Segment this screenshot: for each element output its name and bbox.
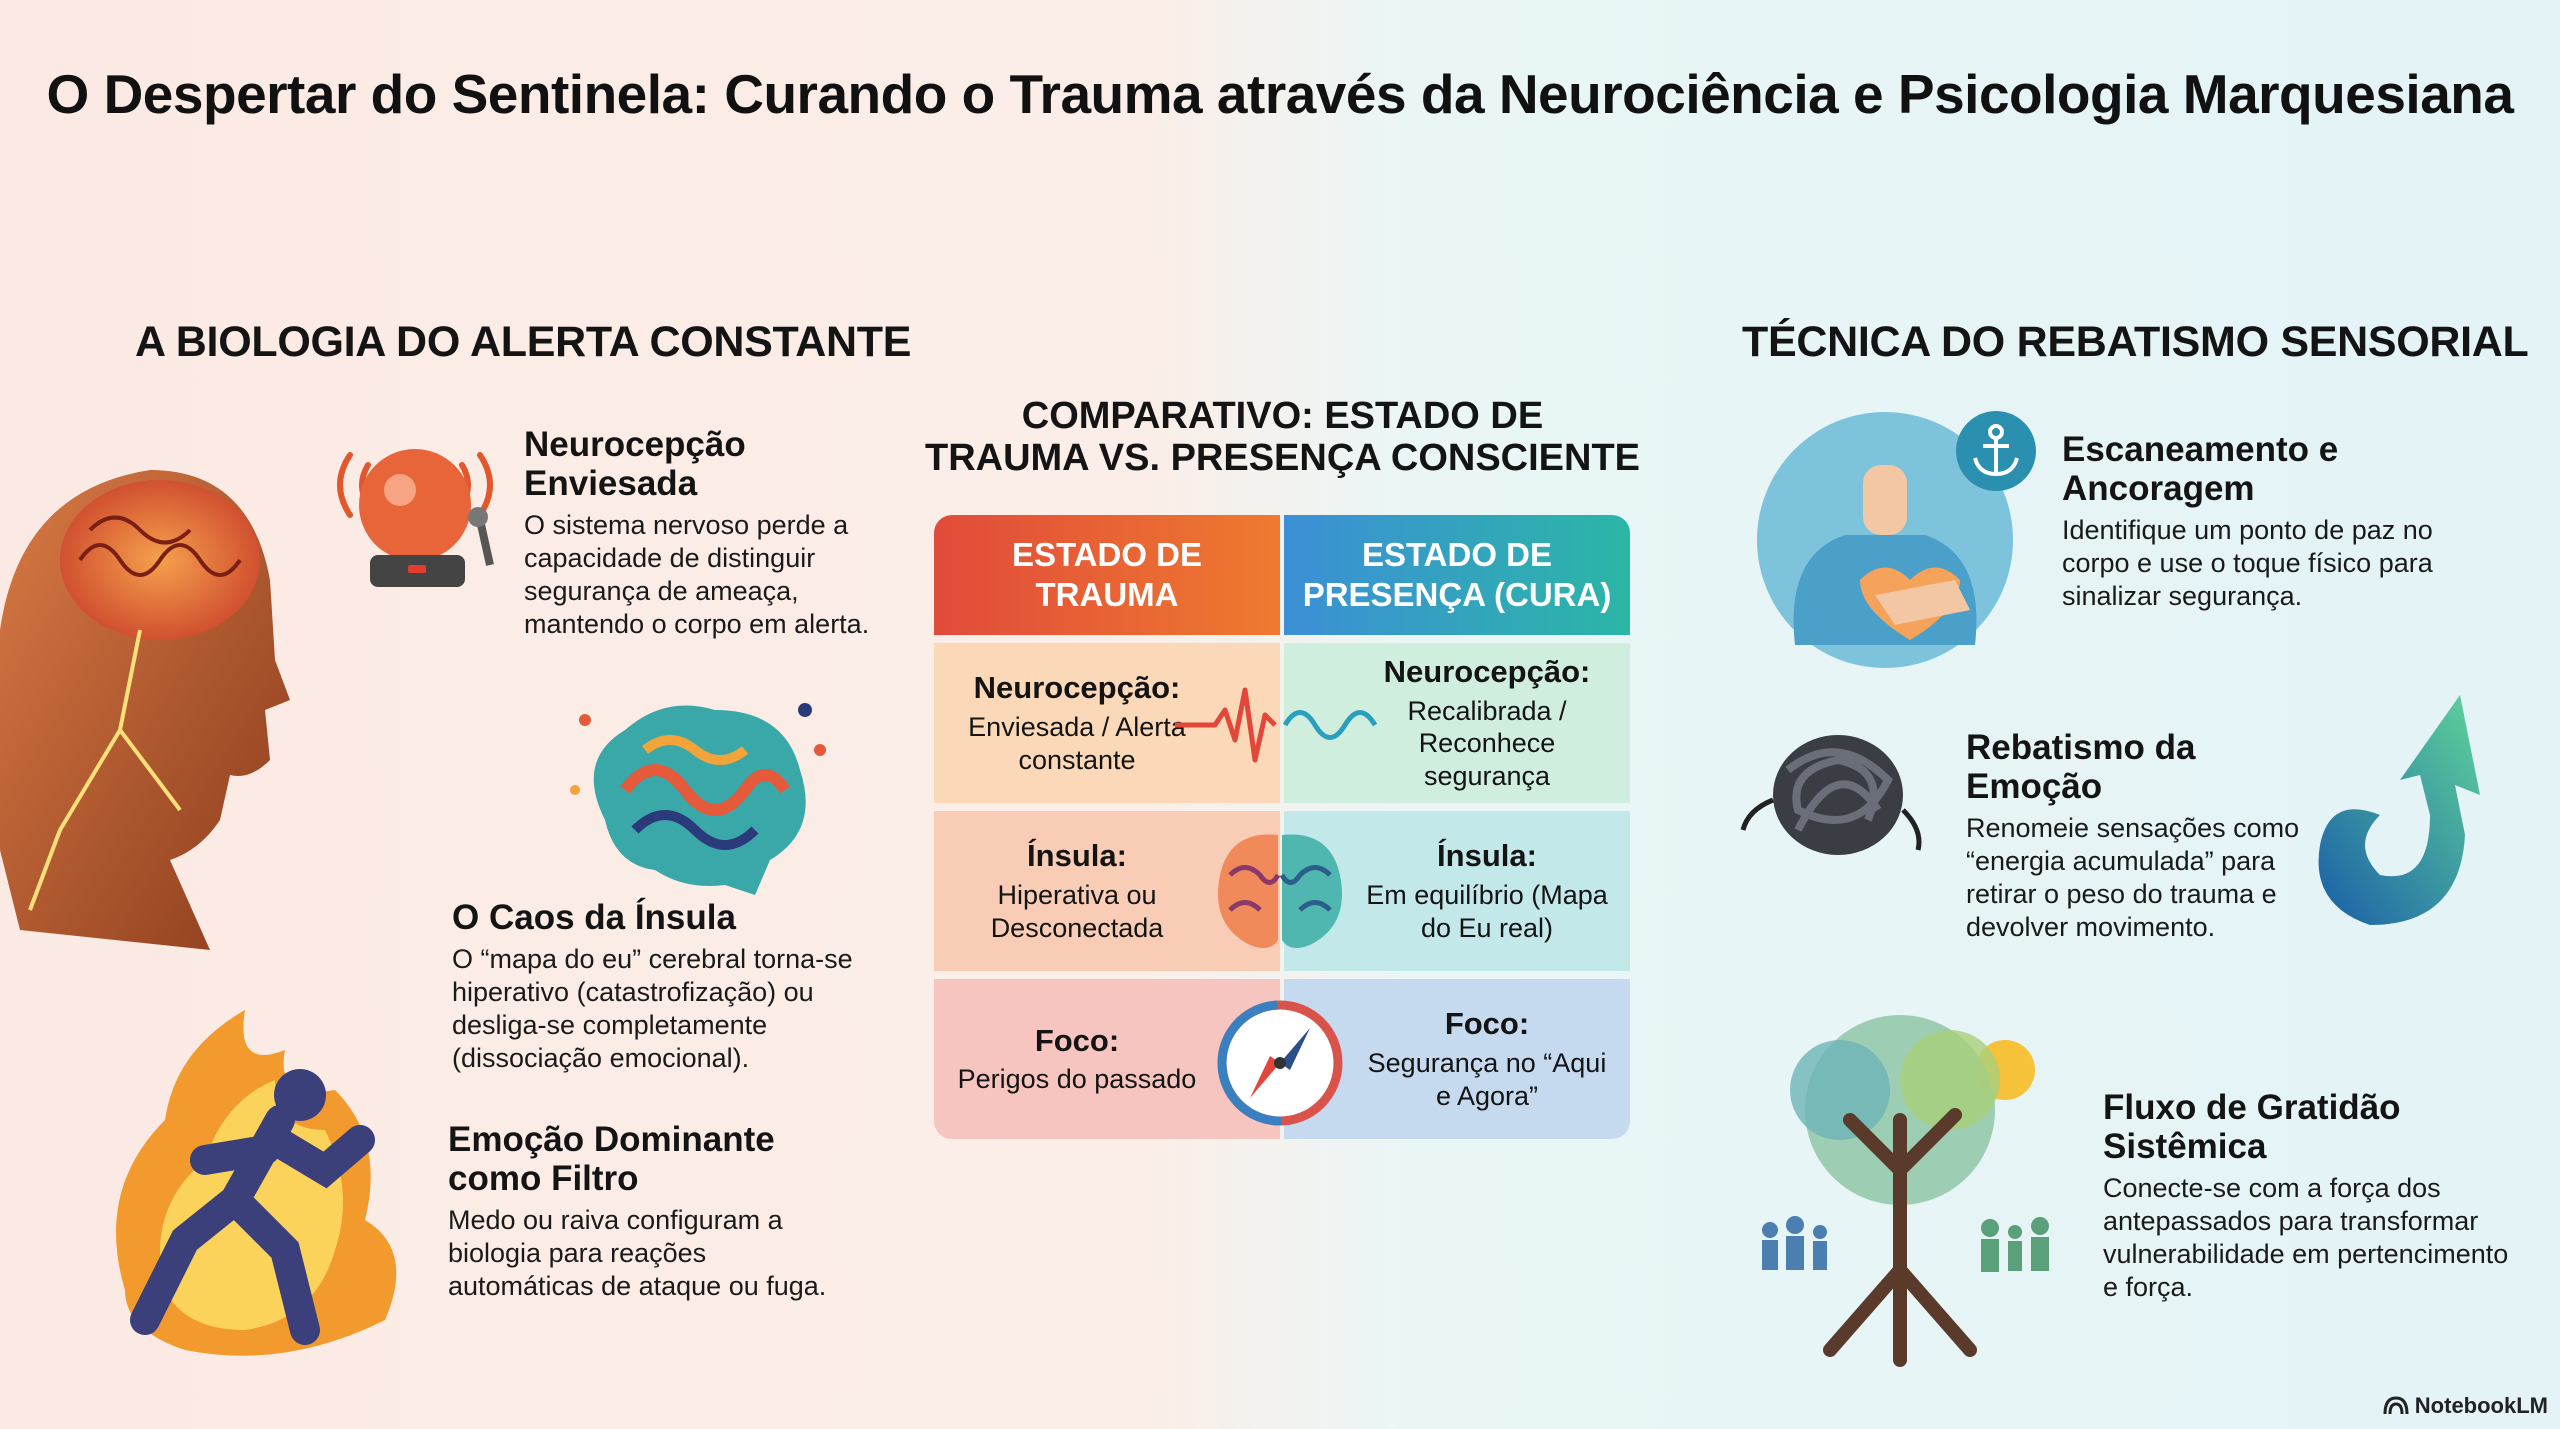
brain-chaos-icon bbox=[555, 680, 835, 920]
trauma-column-header: ESTADO DE TRAUMA bbox=[934, 515, 1280, 635]
left-section-heading: A BIOLOGIA DO ALERTA CONSTANTE bbox=[135, 318, 912, 366]
right-section-heading: TÉCNICA DO REBATISMO SENSORIAL bbox=[1742, 318, 2529, 366]
left-item-3-title: Emoção Dominante como Filtro bbox=[448, 1120, 775, 1199]
cell-label: Foco: bbox=[1444, 1006, 1530, 1042]
right-item-1-text: Identifique um ponto de paz no corpo e u… bbox=[2062, 515, 2433, 612]
heartbeat-wave-icon bbox=[1175, 680, 1385, 770]
presence-column-header: ESTADO DE PRESENÇA (CURA) bbox=[1284, 515, 1630, 635]
right-item-1-title: Escaneamento e Ancoragem bbox=[2062, 430, 2339, 509]
human-head-brain-icon bbox=[0, 430, 300, 960]
cell-value: Recalibrada / Reconhece segurança bbox=[1407, 695, 1567, 792]
anchor-icon bbox=[1955, 410, 2037, 492]
right-item-3-text: Conecte-se com a força dos antepassados … bbox=[2103, 1173, 2509, 1303]
right-item-2-text: Renomeie sensações como “energia acumula… bbox=[1966, 813, 2300, 943]
tangled-knot-icon bbox=[1738, 720, 1928, 870]
notebooklm-brand: NotebookLM bbox=[2383, 1393, 2548, 1419]
cell-value: Enviesada / Alerta constante bbox=[968, 711, 1186, 775]
left-item-3: Emoção Dominante como Filtro Medo ou rai… bbox=[448, 1120, 848, 1303]
comparison-heading-line1: COMPARATIVO: ESTADO DE bbox=[1021, 395, 1544, 437]
notebooklm-logo-icon bbox=[2383, 1396, 2409, 1416]
cell-label: Neurocepção: bbox=[1383, 653, 1591, 689]
right-item-3: Fluxo de Gratidão Sistêmica Conecte-se c… bbox=[2103, 1088, 2523, 1304]
cell-value: Segurança no “Aqui e Agora” bbox=[1367, 1047, 1607, 1111]
left-item-3-text: Medo ou raiva configuram a biologia para… bbox=[448, 1205, 827, 1302]
heart-hand-person-icon bbox=[1755, 405, 2035, 675]
cell-label: Ínsula: bbox=[1027, 838, 1127, 874]
cell-value: Perigos do passado bbox=[957, 1064, 1197, 1095]
left-item-2: O Caos da Ínsula O “mapa do eu” cerebral… bbox=[452, 898, 872, 1075]
page-title: O Despertar do Sentinela: Curando o Trau… bbox=[46, 63, 2514, 125]
comparison-heading: COMPARATIVO: ESTADO DE TRAUMA VS. PRESEN… bbox=[920, 395, 1645, 480]
left-item-2-title: O Caos da Ínsula bbox=[452, 898, 736, 937]
family-tree-icon bbox=[1750, 1000, 2080, 1370]
running-fire-figure-icon bbox=[85, 990, 425, 1370]
left-item-1-title: Neurocepção Enviesada bbox=[524, 425, 746, 504]
water-arrow-icon bbox=[2310, 685, 2490, 935]
cell-label: Ínsula: bbox=[1437, 838, 1537, 874]
right-item-2-title: Rebatismo da Emoção bbox=[1966, 728, 2196, 807]
right-item-1: Escaneamento e Ancoragem Identifique um … bbox=[2062, 430, 2482, 613]
cell-value: Em equilíbrio (Mapa do Eu real) bbox=[1366, 879, 1608, 943]
compass-icon bbox=[1215, 998, 1345, 1128]
left-item-2-text: O “mapa do eu” cerebral torna-se hiperat… bbox=[452, 944, 853, 1073]
cell-value: Hiperativa ou Desconectada bbox=[990, 879, 1164, 943]
cell-label: Neurocepção: bbox=[973, 670, 1181, 706]
trauma-row-foco: Foco: Perigos do passado bbox=[934, 979, 1280, 1139]
left-item-1: Neurocepção Enviesada O sistema nervoso … bbox=[524, 425, 924, 641]
right-item-2: Rebatismo da Emoção Renomeie sensações c… bbox=[1966, 728, 2316, 944]
right-item-3-title: Fluxo de Gratidão Sistêmica bbox=[2103, 1088, 2401, 1167]
left-item-1-text: O sistema nervoso perde a capacidade de … bbox=[524, 510, 870, 640]
cell-label: Foco: bbox=[1034, 1022, 1120, 1058]
trauma-row-neurocepcao: Neurocepção: Enviesada / Alerta constant… bbox=[934, 643, 1280, 803]
trauma-column: ESTADO DE TRAUMA Neurocepção: Enviesada … bbox=[934, 515, 1280, 1140]
comparison-heading-line2: TRAUMA VS. PRESENÇA CONSCIENTE bbox=[924, 436, 1641, 479]
presence-row-neurocepcao: Neurocepção: Recalibrada / Reconhece seg… bbox=[1284, 643, 1630, 803]
brand-label: NotebookLM bbox=[2414, 1393, 2548, 1418]
split-brain-icon bbox=[1210, 825, 1350, 955]
alarm-bell-icon bbox=[330, 425, 500, 600]
